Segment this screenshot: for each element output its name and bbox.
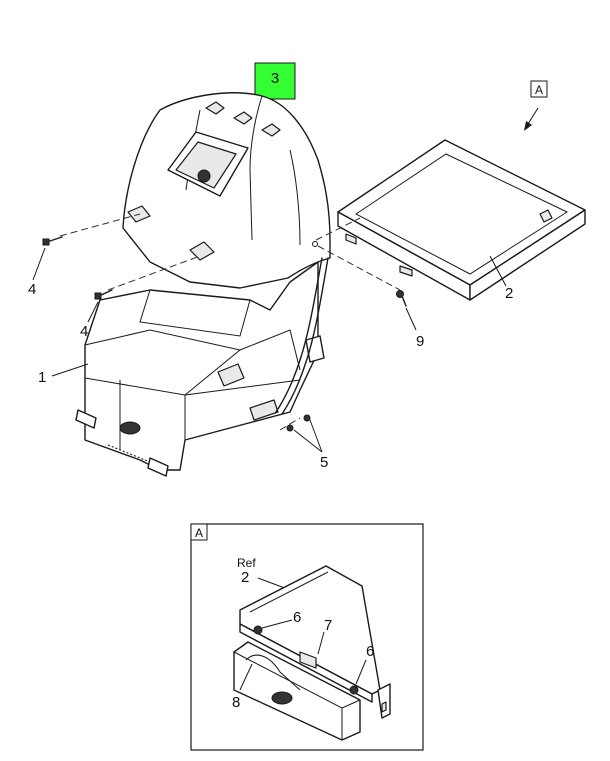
detail-a: A Ref 2 6 7 6 8 (190, 523, 424, 751)
callout-9: 9 (416, 333, 424, 350)
highlight-box (254, 62, 296, 100)
detail-callout-7: 7 (324, 617, 332, 634)
callout-1: 1 (38, 369, 46, 386)
detail-flag: A (195, 526, 203, 540)
view-flag-a[interactable]: A (524, 80, 548, 131)
callout-2: 2 (505, 285, 513, 302)
seat-base (75, 257, 329, 477)
callouts: 4 4 1 2 9 5 (28, 247, 513, 471)
callout-3-label: 3 (271, 70, 279, 87)
detail-callout-6-left: 6 (293, 609, 301, 626)
seat-back (122, 92, 331, 289)
fasteners (42, 236, 407, 432)
detail-callout-6-right: 6 (366, 643, 374, 660)
callout-5: 5 (320, 454, 328, 471)
detail-ref: Ref (237, 556, 256, 570)
tray (337, 139, 586, 301)
callout-4-lower: 4 (80, 323, 88, 340)
view-flag-label: A (535, 83, 543, 97)
callout-4-top: 4 (28, 281, 36, 298)
assembly-lines (59, 213, 401, 431)
detail-callout-2: 2 (241, 569, 249, 586)
detail-callout-8: 8 (232, 694, 240, 711)
